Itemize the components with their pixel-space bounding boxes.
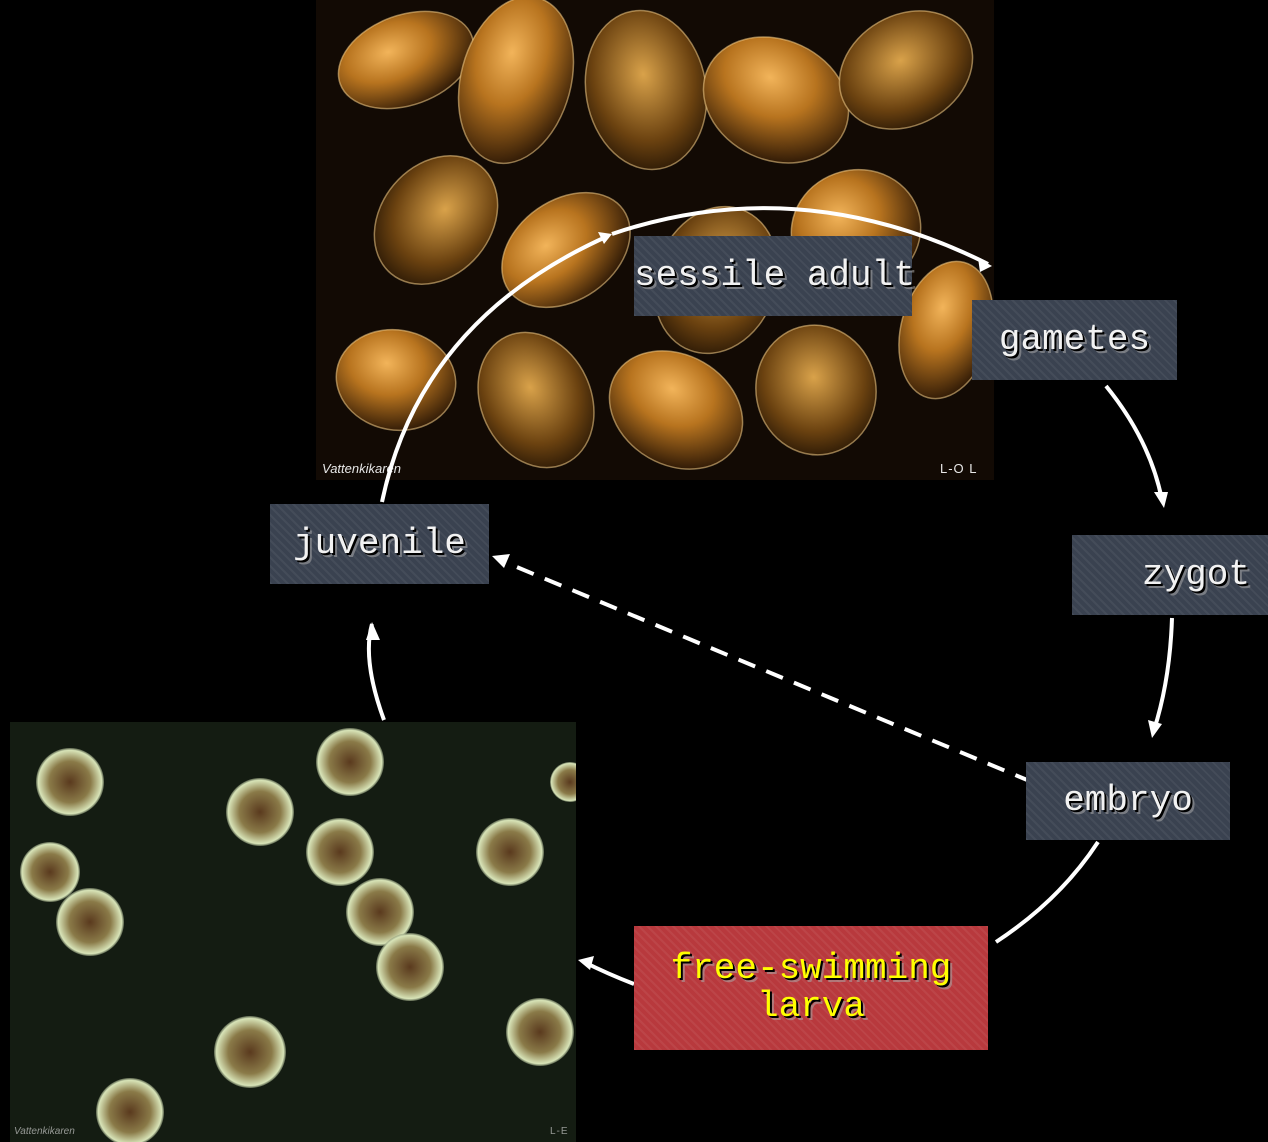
stage-free-swimming-larva: free-swimming larva	[634, 926, 988, 1050]
stage-zygot: zygot	[1072, 535, 1268, 615]
dashed-embryo-to-juvenile	[500, 560, 1032, 782]
stage-juvenile: juvenile	[270, 504, 489, 584]
arc-embryo-to-larva	[996, 842, 1098, 942]
arrowhead-juvenile	[366, 622, 380, 640]
arrowhead-dashed	[492, 554, 510, 568]
arc-larva-to-photo	[584, 962, 634, 984]
arc-juvenile-to-adult	[382, 236, 608, 502]
stage-embryo: embryo	[1026, 762, 1230, 840]
arrowhead-embryo	[1148, 720, 1162, 738]
arc-zygot-to-embryo	[1154, 618, 1172, 730]
arrowhead-zygot	[1154, 492, 1168, 508]
arrowhead-gametes	[978, 258, 992, 272]
arc-gametes-to-zygot	[1106, 386, 1162, 500]
stage-sessile-adult: sessile adult	[634, 236, 912, 316]
stage-gametes: gametes	[972, 300, 1177, 380]
